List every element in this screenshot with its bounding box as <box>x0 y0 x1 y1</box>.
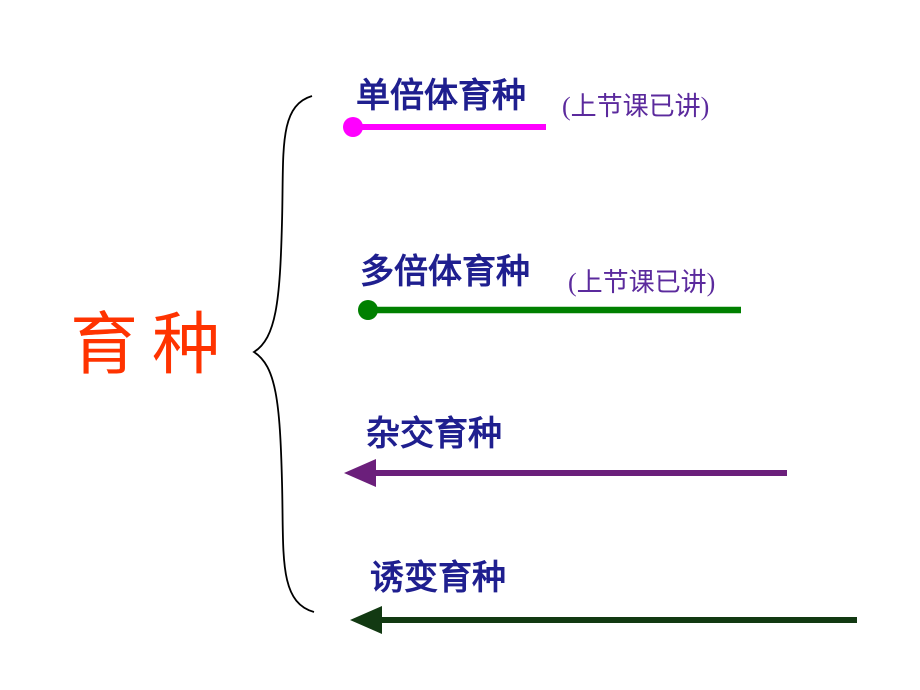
polyploid-dot-icon <box>358 300 378 320</box>
branch-label-polyploid: 多倍体育种 <box>360 254 530 291</box>
branch-note-polyploid: (上节课已讲) <box>568 268 716 297</box>
branch-label-haploid: 单倍体育种 <box>356 78 526 115</box>
mutation-arrow-head-icon <box>350 606 382 634</box>
brace-icon <box>252 95 315 613</box>
cross-arrow-head-icon <box>344 459 376 487</box>
branch-label-mutation: 诱变育种 <box>370 560 506 597</box>
haploid-dot-icon <box>343 117 363 137</box>
branch-label-cross: 杂交育种 <box>366 416 502 453</box>
page-title: 育种 <box>70 307 235 383</box>
branch-note-haploid: (上节课已讲) <box>562 92 710 121</box>
